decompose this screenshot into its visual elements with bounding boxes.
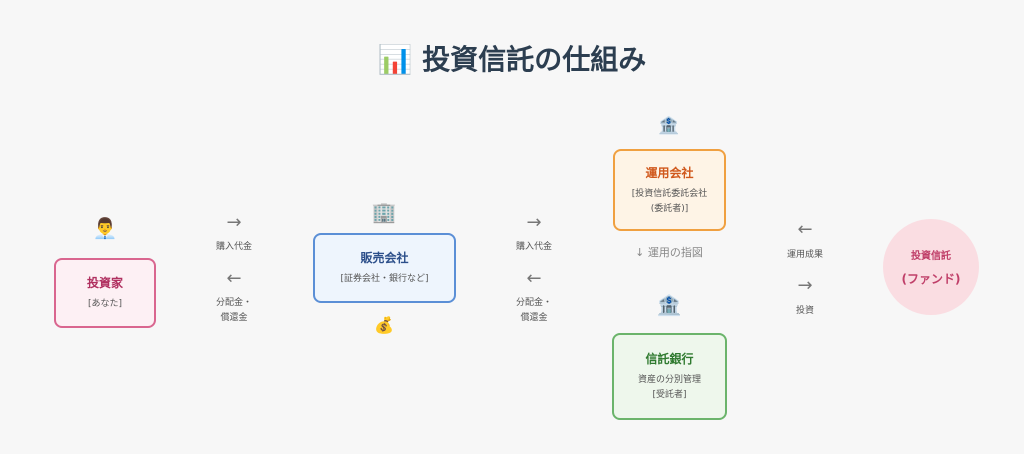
sales-title: 販売会社 <box>360 251 409 265</box>
bank-icon: 🏦 <box>658 116 680 136</box>
office-building-icon: 🏢 <box>371 200 397 224</box>
right-arrow-icon: → <box>526 212 542 233</box>
trust-bank-subtitle: 資産の分別管理 <box>637 375 701 385</box>
flow-label: 購入代金 <box>215 242 253 252</box>
trust-bank-title: 信託銀行 <box>645 352 694 366</box>
page-title: 📊 投資信託の仕組み <box>0 38 1024 78</box>
management-subtitle: [投資信託委託会社 <box>631 188 708 199</box>
sales-subtitle: [証券会社・銀行など] <box>340 274 429 284</box>
left-arrow-icon: ← <box>226 268 242 289</box>
flow-label: 分配金・償還金 <box>515 298 553 323</box>
investor-subtitle: [あなた] <box>87 299 123 309</box>
investor-title: 投資家 <box>86 276 123 290</box>
flow-label: 投資 <box>795 306 815 316</box>
instruction-label: ↓ 運用の指図 <box>635 246 703 259</box>
fund-circle: 投資信託 (ファンド) <box>883 219 979 315</box>
businessman-icon: 👨‍💼 <box>92 216 118 240</box>
flow-label: 運用成果 <box>786 250 824 260</box>
fund-label: (ファンド) <box>901 272 961 286</box>
right-arrow-icon: → <box>226 212 242 233</box>
sales-company-box: 販売会社 [証券会社・銀行など] <box>313 233 456 303</box>
trust-bank-box: 信託銀行 資産の分別管理 [受託者] <box>612 333 727 420</box>
flow-label: 分配金・償還金 <box>215 298 253 323</box>
management-title: 運用会社 <box>645 165 694 180</box>
fund-label: 投資信託 <box>911 251 951 262</box>
title-text: 投資信託の仕組み <box>422 43 647 76</box>
money-bag-icon: 💰 <box>374 315 394 335</box>
chart-icon: 📊 <box>377 43 413 76</box>
investor-box: 投資家 [あなた] <box>54 258 156 328</box>
left-arrow-icon: ← <box>797 219 813 240</box>
management-subtitle: (委託者)] <box>650 203 689 214</box>
right-arrow-icon: → <box>797 275 813 296</box>
left-arrow-icon: ← <box>526 268 542 289</box>
trust-bank-subtitle: [受託者] <box>652 390 687 400</box>
management-company-box: 運用会社 [投資信託委託会社 (委託者)] <box>613 149 726 231</box>
flow-label: 購入代金 <box>515 242 553 252</box>
bank-icon: 🏦 <box>656 293 682 317</box>
